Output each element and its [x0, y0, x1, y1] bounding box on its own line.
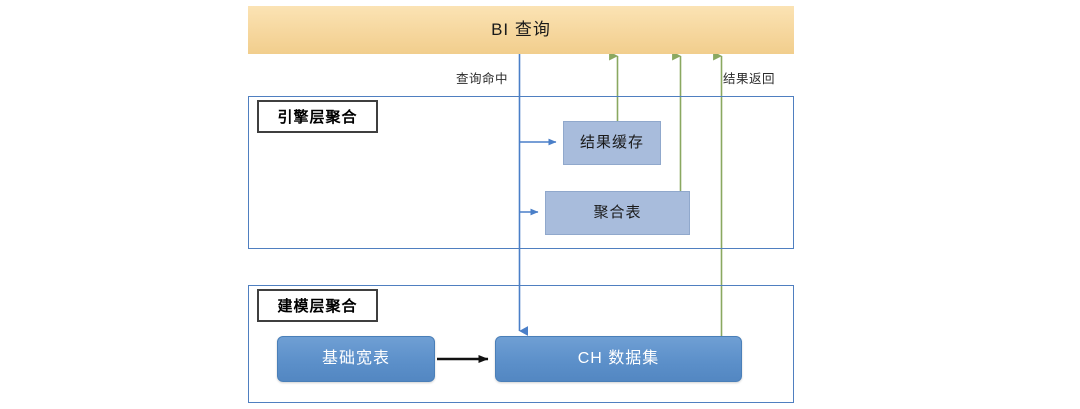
- modeling-layer-container: [248, 285, 794, 403]
- node-ch-dataset[interactable]: CH 数据集: [495, 336, 742, 382]
- node-base-wide-table[interactable]: 基础宽表: [277, 336, 435, 382]
- engine-layer-title: 引擎层聚合: [257, 100, 378, 133]
- edge-label-query-hit: 查询命中: [456, 72, 509, 86]
- modeling-layer-title: 建模层聚合: [257, 289, 378, 322]
- bi-query-bar[interactable]: BI 查询: [248, 6, 794, 54]
- node-aggregation-table[interactable]: 聚合表: [545, 191, 690, 235]
- node-result-cache[interactable]: 结果缓存: [563, 121, 661, 165]
- engine-layer-container: [248, 96, 794, 249]
- edge-label-result-return: 结果返回: [723, 72, 776, 86]
